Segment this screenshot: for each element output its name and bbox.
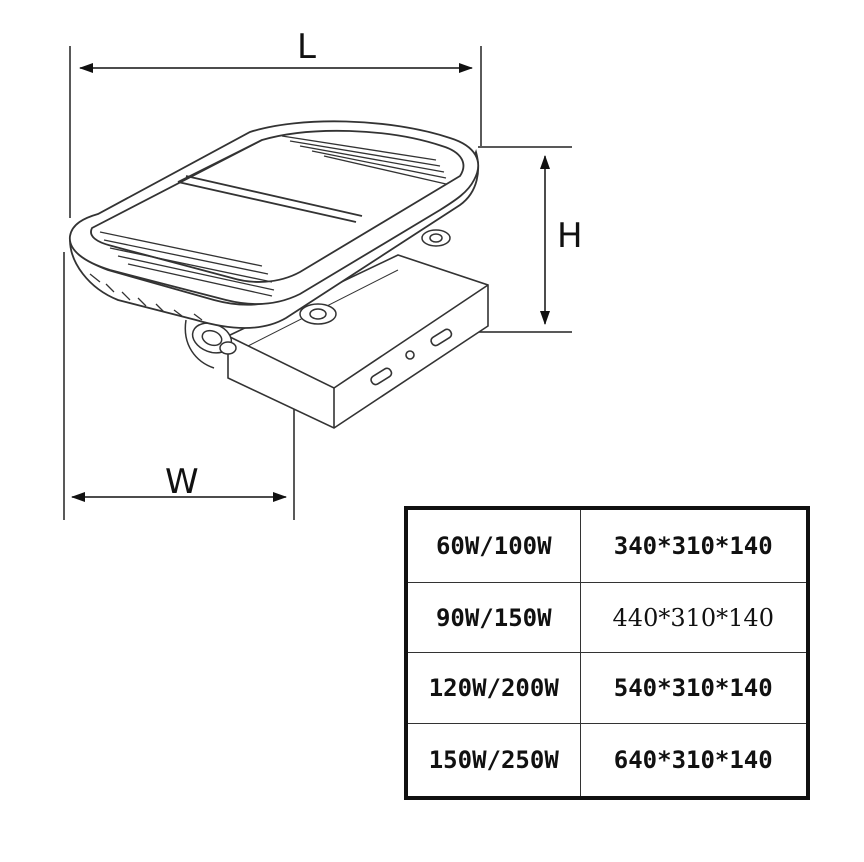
cooling-fins — [89, 135, 447, 321]
power-cell: 150W/250W — [405, 723, 581, 799]
table-row: 90W/150W 440*310*140 — [405, 581, 809, 654]
size-cell: 540*310*140 — [579, 652, 809, 725]
table-row: 60W/100W 340*310*140 — [405, 507, 809, 583]
mounting-bracket-box — [227, 254, 489, 429]
size-cell: 340*310*140 — [579, 507, 809, 583]
length-label: L — [297, 27, 316, 67]
power-cell: 60W/100W — [405, 507, 581, 583]
width-label: W — [165, 462, 199, 502]
table-row: 120W/200W 540*310*140 — [405, 652, 809, 725]
power-cell: 120W/200W — [405, 652, 581, 725]
power-cell: 90W/150W — [405, 581, 581, 654]
lamp-body — [69, 120, 480, 329]
dimension-arrows — [71, 63, 550, 502]
table-row: 150W/250W 640*310*140 — [405, 723, 809, 799]
height-label: H — [557, 216, 583, 256]
size-cell: 440*310*140 — [579, 581, 809, 654]
size-cell: 640*310*140 — [579, 723, 809, 799]
bracket-knobs — [184, 229, 451, 369]
power-size-table: 60W/100W 340*310*140 90W/150W 440*310*14… — [404, 506, 810, 800]
